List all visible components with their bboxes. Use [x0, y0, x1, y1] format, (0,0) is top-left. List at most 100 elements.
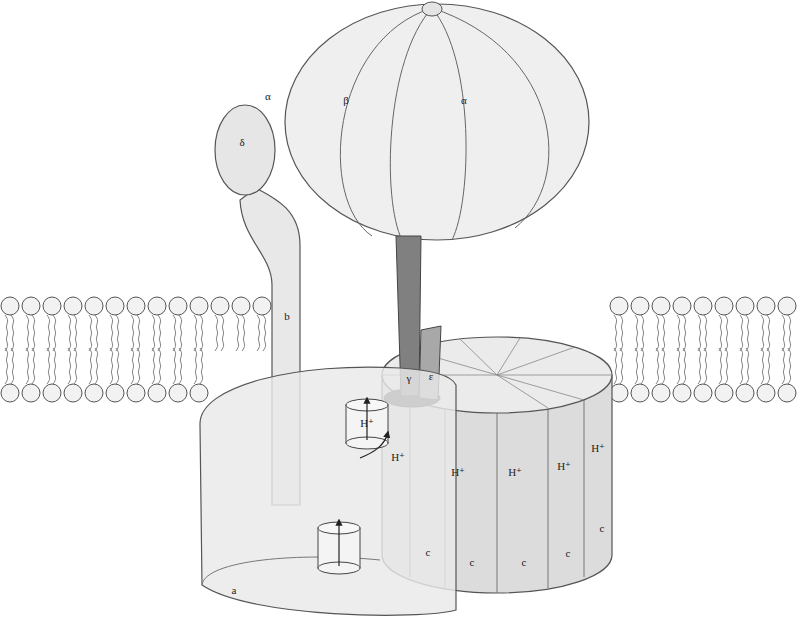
lipid-tail	[683, 348, 686, 384]
subunit-label: c	[566, 548, 571, 559]
proton-label: H⁺	[360, 418, 374, 429]
subunit-label: c	[470, 557, 475, 568]
lipid-tail	[173, 315, 176, 351]
lipid-tail	[131, 315, 134, 351]
lipid-tail	[704, 315, 707, 351]
lipid-head	[148, 384, 166, 402]
lipid-tail	[242, 315, 245, 351]
lipid-head	[22, 297, 40, 315]
lipid-tail	[719, 315, 722, 351]
lipid-tail	[725, 315, 728, 351]
lipid-tail	[74, 348, 77, 384]
lipid-tail	[137, 315, 140, 351]
lipid-tail	[740, 315, 743, 351]
lipid-tail	[11, 348, 14, 384]
lipid-tail	[677, 348, 680, 384]
lipid-head	[169, 384, 187, 402]
lipid-tail	[677, 315, 680, 351]
lipid-tail	[5, 348, 8, 384]
subunit-label: c	[600, 523, 605, 534]
lipid-tail	[47, 315, 50, 351]
lipid-tail	[788, 348, 791, 384]
proton-channel	[346, 398, 388, 449]
lipid-tail	[698, 315, 701, 351]
lipid-tail	[152, 348, 155, 384]
lipid-tail	[26, 315, 29, 351]
lipid-tail	[704, 348, 707, 384]
lipid-tail	[179, 315, 182, 351]
lipid-tail	[131, 348, 134, 384]
subunit-dividers	[340, 8, 549, 240]
proton-label: H⁺	[391, 452, 405, 463]
lipid-tail	[89, 348, 92, 384]
proton-label: H⁺	[508, 467, 522, 478]
lipid-tail	[158, 315, 161, 351]
lipid-tail	[635, 348, 638, 384]
lipid-head	[232, 297, 250, 315]
subunit-label: a	[232, 585, 237, 596]
lipid-head	[64, 384, 82, 402]
lipid-tail	[761, 315, 764, 351]
lipid-tail	[761, 348, 764, 384]
lipid-tail	[158, 348, 161, 384]
lipid-tail	[782, 315, 785, 351]
lipid-tail	[788, 315, 791, 351]
proton-path-arrow	[360, 432, 388, 458]
head-knob	[422, 2, 442, 16]
proton-label: H⁺	[451, 467, 465, 478]
lipid-tail	[656, 348, 659, 384]
f1-head	[285, 4, 589, 240]
lipid-head	[715, 297, 733, 315]
lipid-tail	[635, 315, 638, 351]
lipid-tail	[221, 315, 224, 351]
lipid-tail	[194, 348, 197, 384]
lipid-head	[778, 384, 796, 402]
lipid-tail	[215, 315, 218, 351]
lipid-tail	[740, 348, 743, 384]
lipid-head	[169, 297, 187, 315]
lipid-head	[778, 297, 796, 315]
lipid-head	[736, 297, 754, 315]
lipid-tail	[767, 348, 770, 384]
lipid-tail	[620, 315, 623, 351]
subunit-label: β	[343, 95, 349, 106]
lipid-tail	[179, 348, 182, 384]
lipid-head	[631, 384, 649, 402]
lipid-tail	[698, 348, 701, 384]
lipid-tail	[194, 315, 197, 351]
lipid-tail	[662, 315, 665, 351]
proton-label: H⁺	[591, 443, 605, 454]
lipid-head	[85, 297, 103, 315]
lipid-head	[190, 297, 208, 315]
lipid-tail	[725, 348, 728, 384]
lipid-head	[1, 297, 19, 315]
lipid-tail	[152, 315, 155, 351]
lipid-head	[610, 384, 628, 402]
lipid-head	[652, 384, 670, 402]
subunit-label: b	[284, 311, 290, 322]
lipid-head	[43, 384, 61, 402]
lipid-tail	[641, 348, 644, 384]
lipid-tail	[32, 315, 35, 351]
lipid-tail	[746, 348, 749, 384]
lipid-head	[1, 384, 19, 402]
lipid-tail	[74, 315, 77, 351]
lipid-head	[694, 297, 712, 315]
lipid-tail	[620, 348, 623, 384]
lipid-tail	[95, 315, 98, 351]
lipid-head	[190, 384, 208, 402]
lipid-head	[715, 384, 733, 402]
lipid-head	[106, 297, 124, 315]
subunit-label: ε	[429, 371, 434, 382]
lipid-head	[211, 297, 229, 315]
lipid-head	[106, 384, 124, 402]
lipid-head	[85, 384, 103, 402]
lipid-head	[127, 297, 145, 315]
lipid-tail	[32, 348, 35, 384]
lipid-tail	[782, 348, 785, 384]
subunit-label: c	[522, 557, 527, 568]
lipid-tail	[767, 315, 770, 351]
proton-label: H⁺	[557, 461, 571, 472]
